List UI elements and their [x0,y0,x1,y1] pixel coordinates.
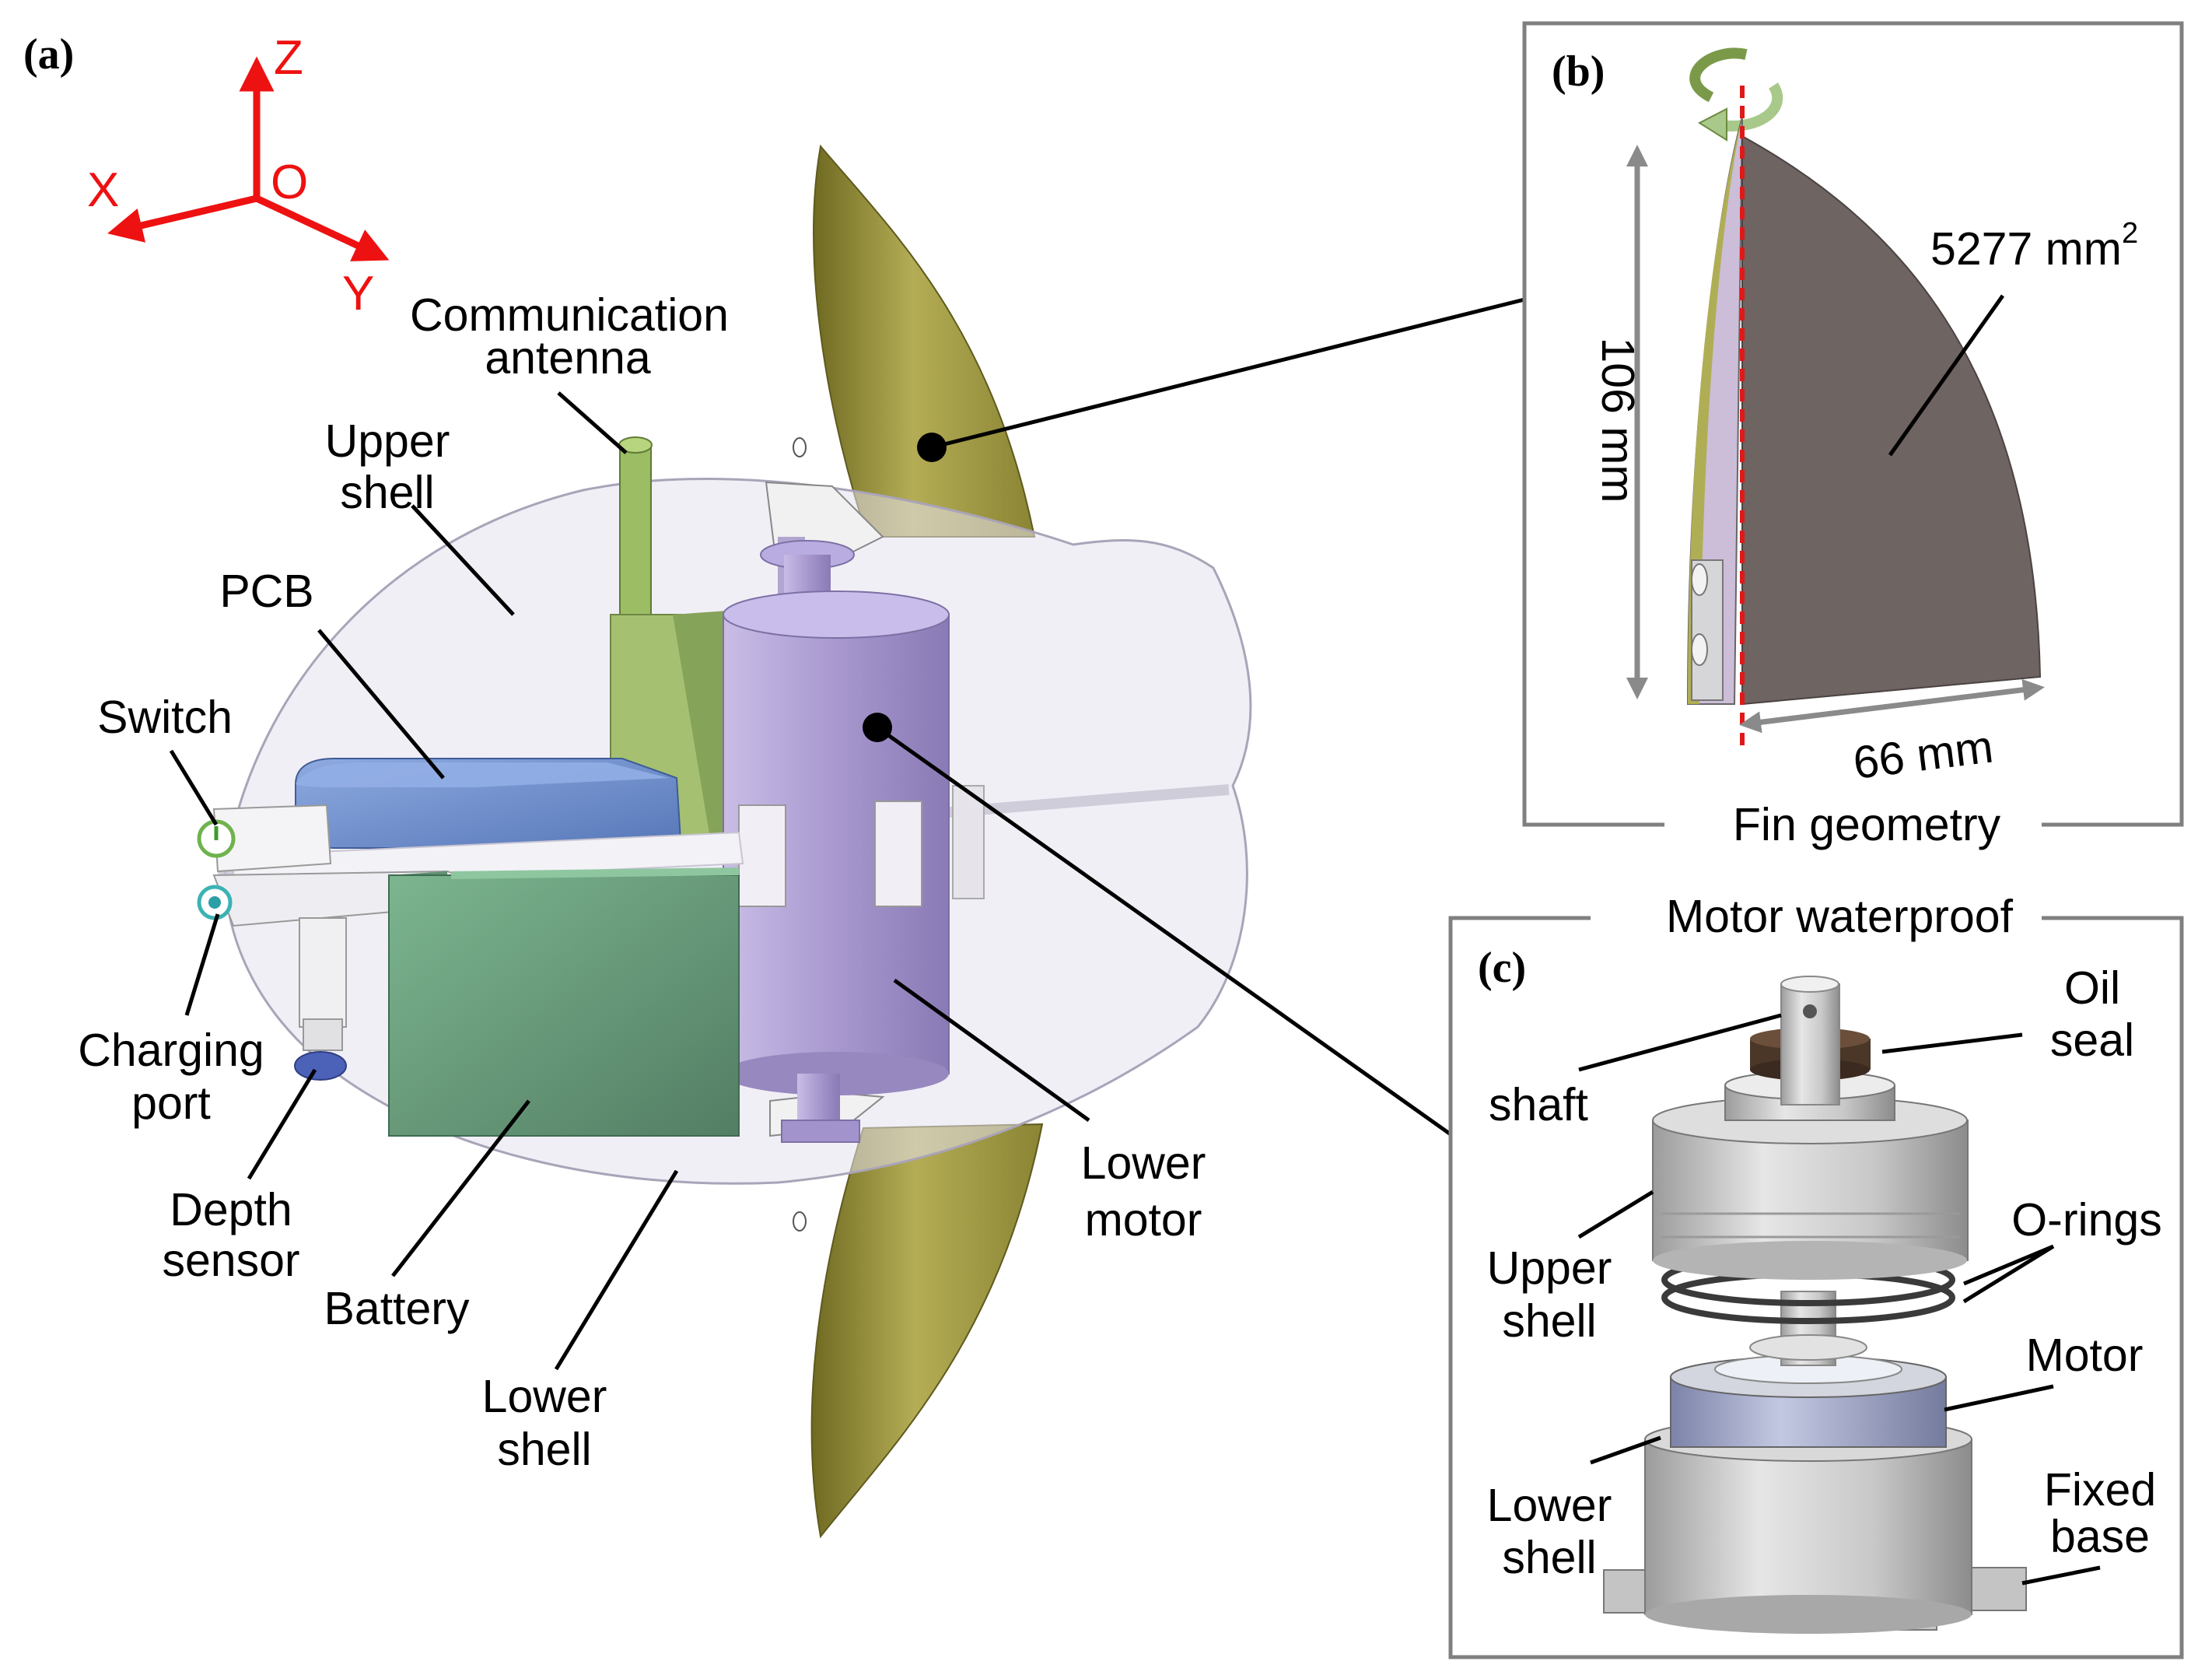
panel-a-tag: (a) [23,30,74,79]
depth-sensor-label-l1: Depth [170,1184,292,1235]
o-rings-label: O-rings [2011,1194,2161,1246]
battery-leader [391,1099,530,1277]
panel-c-tag: (c) [1478,944,1526,992]
base-tab [1971,1567,2027,1611]
shaft [1780,983,1840,1106]
motor-waterproof-title: Motor waterproof [1666,891,2014,942]
antenna-leader [557,391,628,454]
y-axis-label: Y [342,267,374,321]
switch-leader [169,749,219,826]
lower-shell-c-leader [1590,1435,1661,1465]
switch-label: Switch [97,692,233,743]
antenna-base-side [673,611,727,848]
lower-shell-leader [554,1169,679,1371]
shaft-leader [1578,1013,1782,1072]
lower-motor-label-l1: Lower [1081,1137,1206,1189]
upper-shell-label-l2: shell [340,467,434,518]
panel-b-tag: (b) [1552,47,1605,96]
o-ring-leader [1962,1244,2055,1304]
motor-to-panel-c-line [876,725,1452,1137]
upper-shell-label-l1: Upper [325,415,450,467]
charging-port-label-l1: Charging [78,1025,264,1076]
area-label: 5277 mm2 [1930,217,2138,275]
clamp-block [874,801,922,907]
fixed-base-label-l1: Fixed [2044,1464,2156,1516]
oil-seal-label-l1: Oil [2064,962,2120,1014]
charging-port-label-l2: port [131,1078,211,1129]
clamp-block [738,804,786,907]
area-leader [1888,294,2005,457]
panel-c: Motor waterproof (c) [1448,891,2184,1659]
fin-bolt-hole [793,1211,807,1232]
clamp-block [952,785,985,899]
x-axis-arrow [107,194,258,243]
motor-c-label: Motor [2026,1330,2144,1381]
coordinate-axes: Z X Y O [87,31,390,321]
upper-shell-leader [411,504,515,616]
height-dimension-label: 106 mm [1592,337,1643,503]
depth-sensor [294,1051,347,1081]
motor-lower-flange [781,1120,860,1143]
battery [388,874,740,1137]
depth-sensor-label-l2: sensor [162,1235,299,1286]
oil-seal-label-l2: seal [2050,1014,2134,1066]
lower-shell-label-l2: shell [497,1424,591,1475]
upper-fin [813,144,1036,538]
fin-to-panel-b-line [931,297,1525,450]
width-dimension-arrow [1739,678,2045,734]
motor-lower-shaft [797,1074,840,1128]
width-dimension-label: 66 mm [1850,720,1996,788]
motor-c-leader [1944,1384,2054,1412]
antenna-rod [619,443,652,623]
lower-shell-label-l1: Lower [482,1371,607,1422]
y-axis-arrow [255,194,390,261]
shaft-label: shaft [1489,1079,1588,1130]
lower-fin [810,1123,1044,1539]
lower-motor-label-l2: motor [1085,1194,1202,1246]
x-axis-label: X [87,163,119,217]
z-axis-label: Z [274,31,303,85]
depth-sensor-post [299,917,347,1028]
o-ring-leader [1963,1244,2054,1286]
lower-shell-c-label-l1: Lower [1487,1480,1612,1531]
rotation-arrow-icon [1689,47,1748,103]
fixed-base-label-l2: base [2050,1511,2150,1562]
motor-body-top [723,590,950,639]
upper-fin-bracket [765,481,884,554]
upper-shell-c-leader [1577,1190,1654,1239]
panel-c-frame [1448,916,2184,1659]
fin-area-shape [1741,135,2042,706]
pcb-top [296,762,669,787]
antenna-label-l1: Communication [410,289,729,341]
lower-shell-c-label-l2: shell [1502,1532,1596,1583]
upper-shell-c-label-l1: Upper [1487,1242,1612,1294]
charging-port-leader [184,913,220,1016]
upper-shell-c-label-l2: shell [1502,1295,1596,1347]
fin-bolt-hole [793,437,807,457]
fin-geometry-title: Fin geometry [1733,799,2001,850]
lower-motor-leader [893,978,1090,1123]
panel-b: (b) Fin geometry 106 mm 66 mm 5277 mm2 [1522,21,2184,850]
fixed-base-leader [2021,1565,2101,1586]
pcb-label: PCB [219,566,313,617]
origin-label: O [271,156,308,209]
antenna-label-l2: antenna [485,332,650,384]
panel-b-frame [1522,21,2184,827]
depth-sensor-leader [247,1068,317,1180]
battery-label: Battery [324,1283,470,1334]
panel-a: (a) Z X Y O [23,30,1525,1539]
lower-shell-cylinder [1644,1438,1972,1615]
pcb-leader [317,629,445,780]
oil-seal-leader [1881,1032,2023,1054]
